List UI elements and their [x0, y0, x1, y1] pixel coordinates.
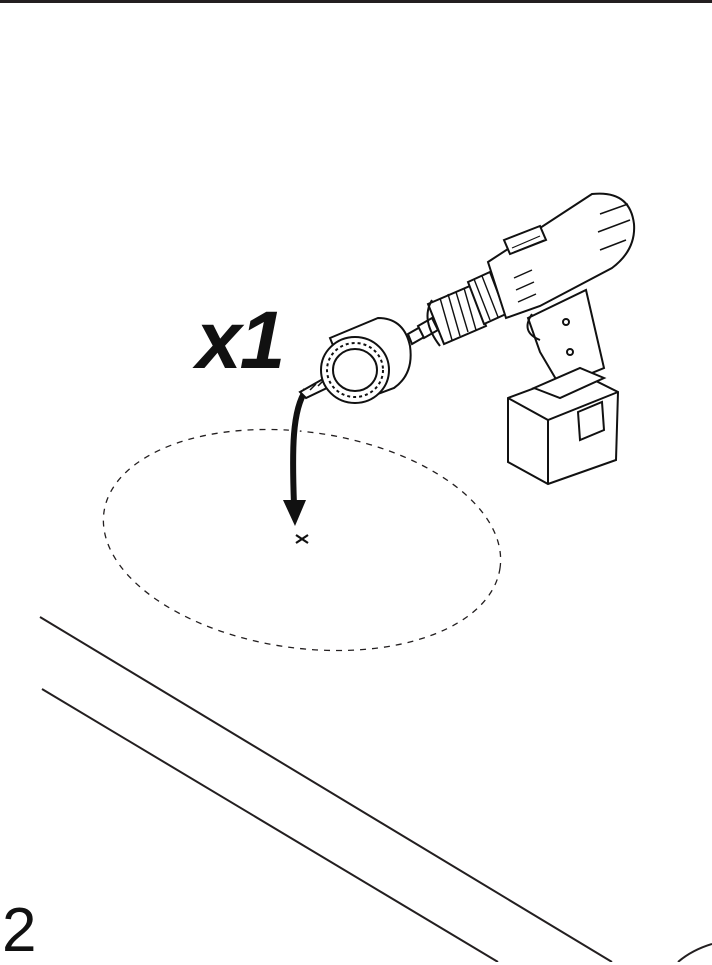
- panel-corner-curve: [677, 943, 712, 962]
- panel-edge-top: [39, 616, 613, 962]
- panel-edge-bottom: [41, 688, 499, 962]
- quantity-label: x1: [196, 295, 285, 386]
- top-border: [0, 0, 712, 3]
- drill-point-mark: [295, 534, 309, 544]
- arrow-down-icon: [283, 386, 311, 526]
- panel-edges: [39, 616, 712, 962]
- step-number: 2: [2, 896, 37, 965]
- drill-icon: [416, 192, 636, 486]
- target-area-outline: [102, 428, 502, 652]
- hole-saw-icon: [298, 316, 428, 404]
